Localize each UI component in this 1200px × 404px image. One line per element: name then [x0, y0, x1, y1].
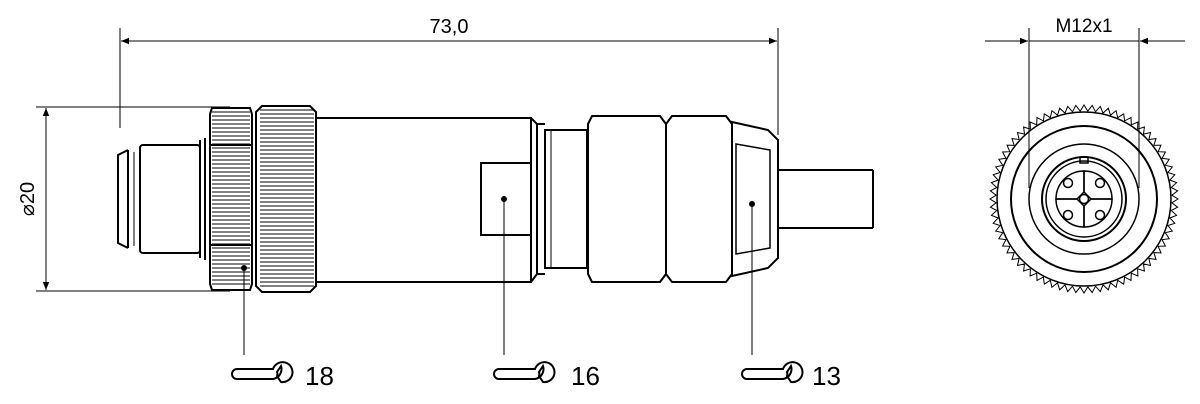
svg-text:⌀20: ⌀20: [17, 182, 39, 216]
diameter-label: ⌀20: [17, 182, 39, 216]
cable-gland: [587, 115, 779, 283]
coding-key: [1079, 156, 1089, 164]
diameter-symbol: ⌀: [17, 204, 39, 216]
knurled-ring-18: [209, 107, 253, 291]
wrench-callout-13: 13: [741, 201, 841, 391]
wrench-size-18: 18: [305, 361, 334, 391]
contact-pin-4: [1094, 209, 1106, 221]
thread-dimension: M12x1: [985, 16, 1185, 188]
socket-face: [1028, 143, 1140, 255]
contact-pin-2: [1094, 177, 1106, 189]
wrench-size-13: 13: [812, 361, 841, 391]
contact-pin-3: [1062, 209, 1074, 221]
plug-front: [117, 138, 206, 260]
diameter-value: 20: [17, 182, 39, 204]
wrench-flat-16: [480, 162, 532, 236]
knurled-rim: [989, 104, 1179, 294]
connector-side-view: [117, 105, 874, 293]
wrench-icon: [741, 361, 804, 384]
contact-pin-1: [1062, 177, 1074, 189]
wrench-callout-16: 16: [493, 196, 600, 391]
contact-pin-5: [1078, 193, 1090, 205]
main-body: [315, 117, 588, 283]
wrench-callout-18: 18: [231, 265, 334, 391]
wrench-icon: [493, 361, 556, 384]
wrench-callouts: 18 16 13: [231, 196, 841, 391]
cable: [778, 169, 874, 229]
length-dimension: 73,0: [119, 16, 779, 135]
length-value: 73,0: [430, 16, 469, 38]
connector-front-view: M12x1: [985, 16, 1185, 294]
knurled-nut: [255, 105, 317, 293]
wrench-size-16: 16: [571, 361, 600, 391]
thread-size: M12x1: [1055, 16, 1112, 37]
wrench-icon: [231, 361, 294, 384]
diameter-dimension: ⌀20: [17, 106, 230, 292]
